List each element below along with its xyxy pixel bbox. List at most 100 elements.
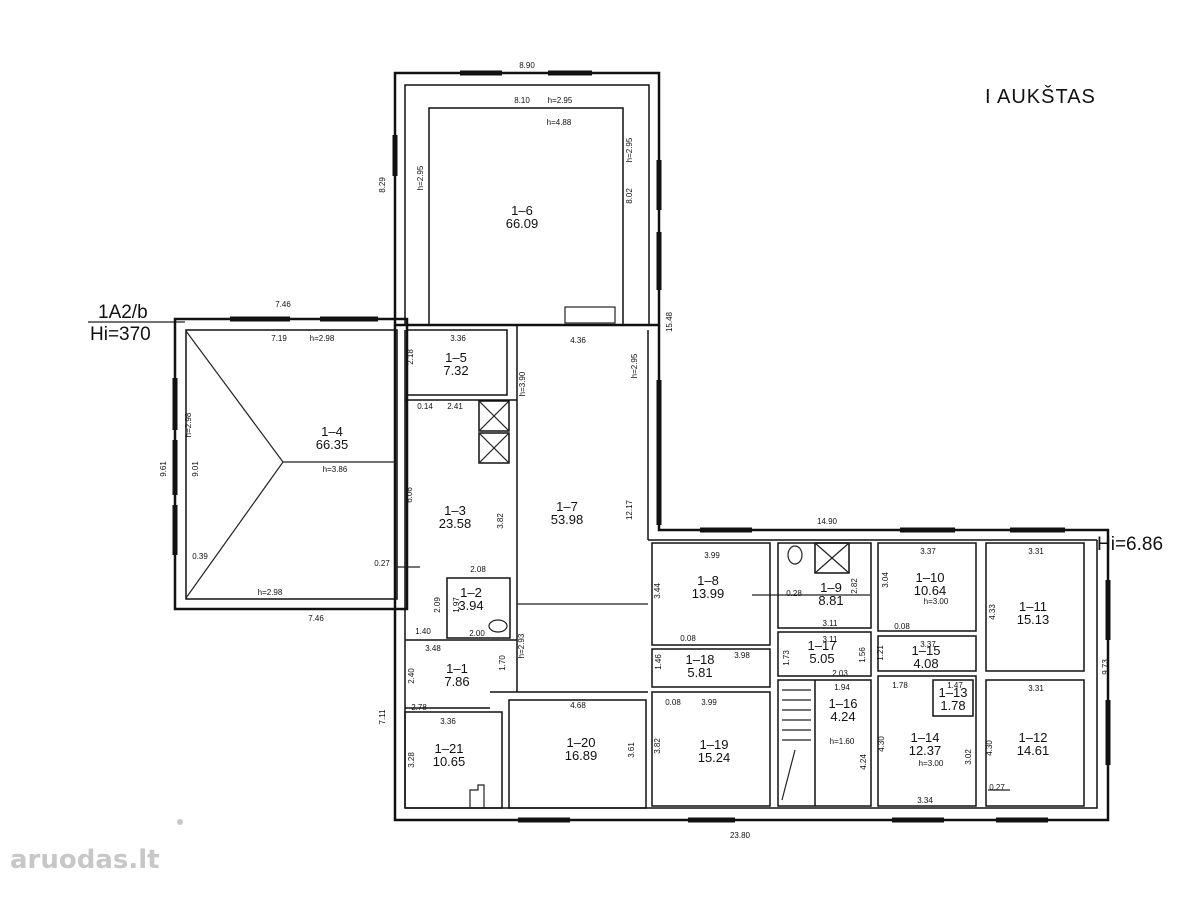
room-1-8-id: 1–8 xyxy=(697,573,719,588)
dimension-label: 4.30 xyxy=(877,736,886,752)
dimension-label: 4.24 xyxy=(859,754,868,770)
room-1-11-area: 15.13 xyxy=(1017,612,1050,627)
dimension-label: 3.82 xyxy=(653,738,662,754)
room-1-16-area: 4.24 xyxy=(830,709,855,724)
dimension-label: h=2.98 xyxy=(258,588,283,597)
dimension-label: h=2.95 xyxy=(625,137,634,162)
dimension-label: 0.27 xyxy=(374,559,390,568)
dimension-label: 4.36 xyxy=(570,336,586,345)
dimension-label: h=3.90 xyxy=(518,371,527,396)
room-1-9-area: 8.81 xyxy=(818,593,843,608)
dimension-label: 3.98 xyxy=(734,651,750,660)
dimension-label: 3.48 xyxy=(425,644,441,653)
room-1-5-id: 1–5 xyxy=(445,350,467,365)
dimension-label: h=3.86 xyxy=(323,465,348,474)
dimension-label: 2.78 xyxy=(411,703,427,712)
room-1-14-area: 12.37 xyxy=(909,743,942,758)
dimension-label: 8.02 xyxy=(625,188,634,204)
room-1-7-id: 1–7 xyxy=(556,499,578,514)
dimension-label: 2.40 xyxy=(407,668,416,684)
dimension-label: h=2.95 xyxy=(630,353,639,378)
dimension-label: 3.04 xyxy=(881,572,890,588)
room-1-2-area: 3.94 xyxy=(458,598,483,613)
dimension-label: 7.46 xyxy=(308,614,324,623)
left-height: Hi=370 xyxy=(90,324,151,345)
room-1-11-id: 1–11 xyxy=(1019,599,1047,614)
dimension-label: 9.01 xyxy=(191,461,200,477)
dimension-label: 0.39 xyxy=(192,552,208,561)
dimension-label: 0.28 xyxy=(786,589,802,598)
room-1-13-id: 1–13 xyxy=(939,685,968,700)
dimension-label: h=3.00 xyxy=(924,597,949,606)
dimension-label: 8.90 xyxy=(519,61,535,70)
room-1-3-id: 1–3 xyxy=(444,503,466,518)
dimension-label: 1.73 xyxy=(782,650,791,666)
dimension-label: h=4.88 xyxy=(547,118,572,127)
dimension-label: 6.06 xyxy=(405,487,414,503)
dimension-label: 3.11 xyxy=(823,619,839,628)
dimension-label: 1.40 xyxy=(415,627,431,636)
room-1-20-area: 16.89 xyxy=(565,748,598,763)
room-1-1-area: 7.86 xyxy=(444,674,469,689)
room-1-17-id: 1–17 xyxy=(808,638,837,653)
dimension-label: h=1.60 xyxy=(830,737,855,746)
dimension-label: 4.30 xyxy=(985,740,994,756)
dimension-label: 9.73 xyxy=(1101,659,1110,675)
logo-dot-icon xyxy=(177,819,183,825)
dimension-label: 3.61 xyxy=(627,742,636,758)
room-1-21-area: 10.65 xyxy=(433,754,466,769)
room-1-15-area: 4.08 xyxy=(913,656,938,671)
room-1-9-id: 1–9 xyxy=(820,580,842,595)
dimension-label: 3.11 xyxy=(823,635,839,644)
dimension-label: h=2.98 xyxy=(310,334,335,343)
room-1-17-area: 5.05 xyxy=(809,651,834,666)
room-1-15-id: 1–15 xyxy=(912,643,941,658)
dimension-label: 1.70 xyxy=(498,655,507,671)
dimension-label: 3.36 xyxy=(450,334,466,343)
room-1-13-area: 1.78 xyxy=(940,698,965,713)
room-1-18-id: 1–18 xyxy=(686,652,715,667)
room-1-19-id: 1–19 xyxy=(700,737,729,752)
floor-title: I AUKŠTAS xyxy=(985,85,1096,108)
dimension-label: h=2.98 xyxy=(184,412,193,437)
dimension-label: 14.90 xyxy=(817,517,838,526)
right-height: Hi=6.86 xyxy=(1097,534,1163,555)
dimension-label: 8.29 xyxy=(378,177,387,193)
room-1-6-id: 1–6 xyxy=(511,203,533,218)
dimension-label: 15.48 xyxy=(665,311,674,332)
dimension-label: 3.99 xyxy=(704,551,720,560)
dimension-label: 7.19 xyxy=(271,334,287,343)
room-1-4-area: 66.35 xyxy=(316,437,349,452)
room-1-6-area: 66.09 xyxy=(506,216,539,231)
dimension-label: 2.82 xyxy=(850,578,859,594)
dimension-label: 2.09 xyxy=(433,597,442,613)
dimension-label: 0.08 xyxy=(680,634,696,643)
dimension-label: 7.46 xyxy=(275,300,291,309)
dimension-label: 1.97 xyxy=(452,597,461,613)
dimension-label: 0.27 xyxy=(989,783,1005,792)
room-1-7-area: 53.98 xyxy=(551,512,584,527)
dimension-label: 1.46 xyxy=(654,654,663,670)
dimension-label: 1.78 xyxy=(892,681,908,690)
logo-text: aruodas.lt xyxy=(10,845,160,875)
dimension-label: h=2.95 xyxy=(416,165,425,190)
dimension-label: 7.11 xyxy=(378,709,387,725)
dimension-label: 3.02 xyxy=(964,749,973,765)
room-1-20-id: 1–20 xyxy=(567,735,596,750)
dimension-label: 3.99 xyxy=(701,698,717,707)
room-1-21-id: 1–21 xyxy=(435,741,464,756)
dimension-label: 2.41 xyxy=(447,402,463,411)
room-1-19-area: 15.24 xyxy=(698,750,731,765)
room-1-10-id: 1–10 xyxy=(916,570,945,585)
left-label: 1A2/b xyxy=(98,302,148,323)
windows xyxy=(172,70,1111,823)
room-1-18-area: 5.81 xyxy=(687,665,712,680)
dimension-label: 9.61 xyxy=(159,461,168,477)
room-1-8-area: 13.99 xyxy=(692,586,725,601)
dimension-label: 0.14 xyxy=(417,402,433,411)
dimension-label: h=2.95 xyxy=(548,96,573,105)
room-1-12-area: 14.61 xyxy=(1017,743,1050,758)
dimension-label: 2.03 xyxy=(832,669,848,678)
